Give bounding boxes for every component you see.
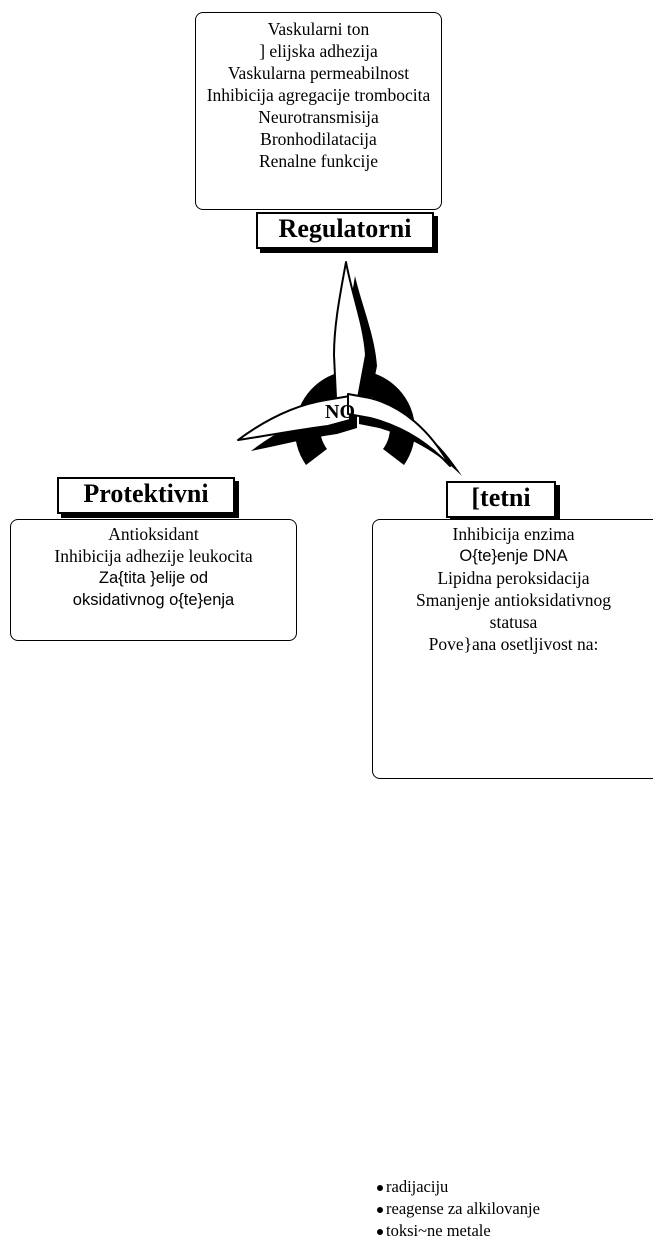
protective-item: oksidativnog o{te}enja [72,591,235,609]
arrow-up-shape [333,261,367,399]
bullet-text: toksi~ne metale [386,1221,491,1240]
regulatory-item: ] elijska adhezija [259,41,378,61]
protective-item: Za{tita }elije od [98,569,209,587]
protective-item: Antioksidant [108,524,199,544]
regulatory-box: Vaskularni ton ] elijska adhezija Vaskul… [195,12,442,210]
regulatory-item: Bronhodilatacija [260,129,377,149]
harmful-list: Inhibicija enzima O{te}enje DNA Lipidna … [373,523,653,655]
harmful-item: Lipidna peroksidacija [437,568,590,588]
arrow-right-shape [347,393,451,467]
regulatory-title: Regulatorni [256,212,434,249]
bullet-icon [377,1185,383,1192]
regulatory-list: Vaskularni ton ] elijska adhezija Vaskul… [196,18,441,172]
harmful-item: Smanjenje antioksidativnog [416,590,611,610]
bullet-text: radijaciju [386,1177,449,1196]
regulatory-item: Vaskularna permeabilnost [227,63,410,83]
harmful-item: Pove}ana osetljivost na: [428,634,599,654]
harmful-bullet-list: radijaciju reagense za alkilovanje toksi… [377,1176,540,1242]
regulatory-item: Neurotransmisija [258,107,379,127]
bullet-item: toksi~ne metale [377,1220,540,1242]
harmful-title: [tetni [446,481,556,518]
bullet-item: reagense za alkilovanje [377,1198,540,1220]
protective-list: Antioksidant Inhibicija adhezije leukoci… [11,523,296,611]
bullet-icon [377,1229,383,1236]
regulatory-item: Inhibicija agregacije trombocita [206,85,431,105]
protective-title: Protektivni [57,477,235,514]
bullet-icon [377,1207,383,1214]
protective-box: Antioksidant Inhibicija adhezije leukoci… [10,519,297,641]
harmful-item: O{te}enje DNA [459,547,568,565]
regulatory-item: Vaskularni ton [267,19,370,39]
regulatory-item: Renalne funkcije [258,151,379,171]
ring-shape [295,370,415,465]
no-emblem: NO [237,261,462,476]
harmful-item: Inhibicija enzima [452,524,575,544]
harmful-item: statusa [489,612,538,632]
no-label: NO [325,401,355,423]
protective-item: Inhibicija adhezije leukocita [54,546,253,566]
bullet-item: radijaciju [377,1176,540,1198]
harmful-box: Inhibicija enzima O{te}enje DNA Lipidna … [372,519,653,1240]
bullet-text: reagense za alkilovanje [386,1199,540,1218]
